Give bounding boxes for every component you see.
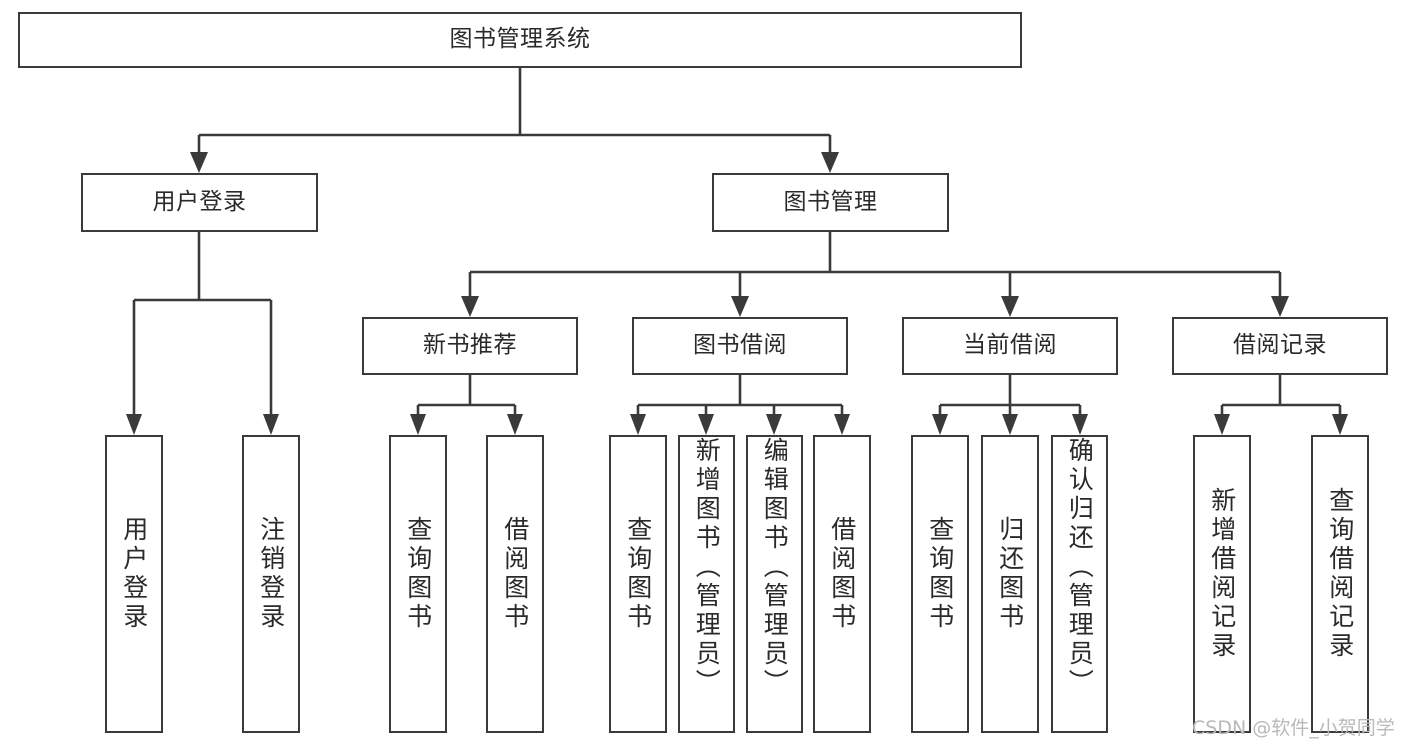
node-borrow-record-label: 借阅记录	[1233, 332, 1327, 359]
leaf-logout[interactable]: 注销登录	[242, 435, 300, 733]
leaf-add-borrow-record-label: 新增借阅记录	[1207, 487, 1237, 661]
leaf-edit-book-admin[interactable]: 编辑图书（管理员）	[746, 435, 803, 733]
leaf-return-book[interactable]: 归还图书	[981, 435, 1039, 733]
leaf-user-login[interactable]: 用户登录	[105, 435, 163, 733]
node-current-borrow[interactable]: 当前借阅	[902, 317, 1118, 375]
node-user-login-label: 用户登录	[152, 188, 247, 215]
node-new-book-recommend[interactable]: 新书推荐	[362, 317, 578, 375]
node-book-management[interactable]: 图书管理	[712, 173, 949, 232]
leaf-query-book-borrow[interactable]: 查询图书	[609, 435, 667, 733]
leaf-borrow-book-recommend-label: 借阅图书	[500, 516, 530, 632]
leaf-return-book-label: 归还图书	[995, 516, 1025, 632]
leaf-add-book-admin-label: 新增图书（管理员）	[692, 437, 722, 698]
leaf-confirm-return-admin-label: 确认归还（管理员）	[1065, 437, 1095, 698]
leaf-confirm-return-admin[interactable]: 确认归还（管理员）	[1051, 435, 1108, 733]
node-book-borrow[interactable]: 图书借阅	[632, 317, 848, 375]
leaf-edit-book-admin-label: 编辑图书（管理员）	[760, 437, 790, 698]
node-root[interactable]: 图书管理系统	[18, 12, 1022, 68]
leaf-query-book-current[interactable]: 查询图书	[911, 435, 969, 733]
leaf-query-book-borrow-label: 查询图书	[623, 516, 653, 632]
leaf-borrow-book[interactable]: 借阅图书	[813, 435, 871, 733]
node-root-label: 图书管理系统	[449, 26, 591, 53]
leaf-add-borrow-record[interactable]: 新增借阅记录	[1193, 435, 1251, 733]
node-current-borrow-label: 当前借阅	[963, 332, 1057, 359]
leaf-query-book-recommend[interactable]: 查询图书	[389, 435, 447, 733]
leaf-add-book-admin[interactable]: 新增图书（管理员）	[678, 435, 735, 733]
leaf-borrow-book-recommend[interactable]: 借阅图书	[486, 435, 544, 733]
leaf-logout-label: 注销登录	[256, 516, 286, 632]
leaf-borrow-book-label: 借阅图书	[827, 516, 857, 632]
node-book-borrow-label: 图书借阅	[693, 332, 787, 359]
leaf-query-book-recommend-label: 查询图书	[403, 516, 433, 632]
node-new-book-recommend-label: 新书推荐	[423, 332, 517, 359]
node-user-login[interactable]: 用户登录	[81, 173, 318, 232]
leaf-query-borrow-record[interactable]: 查询借阅记录	[1311, 435, 1369, 733]
node-book-management-label: 图书管理	[783, 188, 878, 215]
leaf-query-borrow-record-label: 查询借阅记录	[1325, 487, 1355, 661]
leaf-user-login-label: 用户登录	[119, 516, 149, 632]
leaf-query-book-current-label: 查询图书	[925, 516, 955, 632]
watermark: CSDN @软件_小贺同学	[1192, 717, 1395, 739]
node-borrow-record[interactable]: 借阅记录	[1172, 317, 1388, 375]
